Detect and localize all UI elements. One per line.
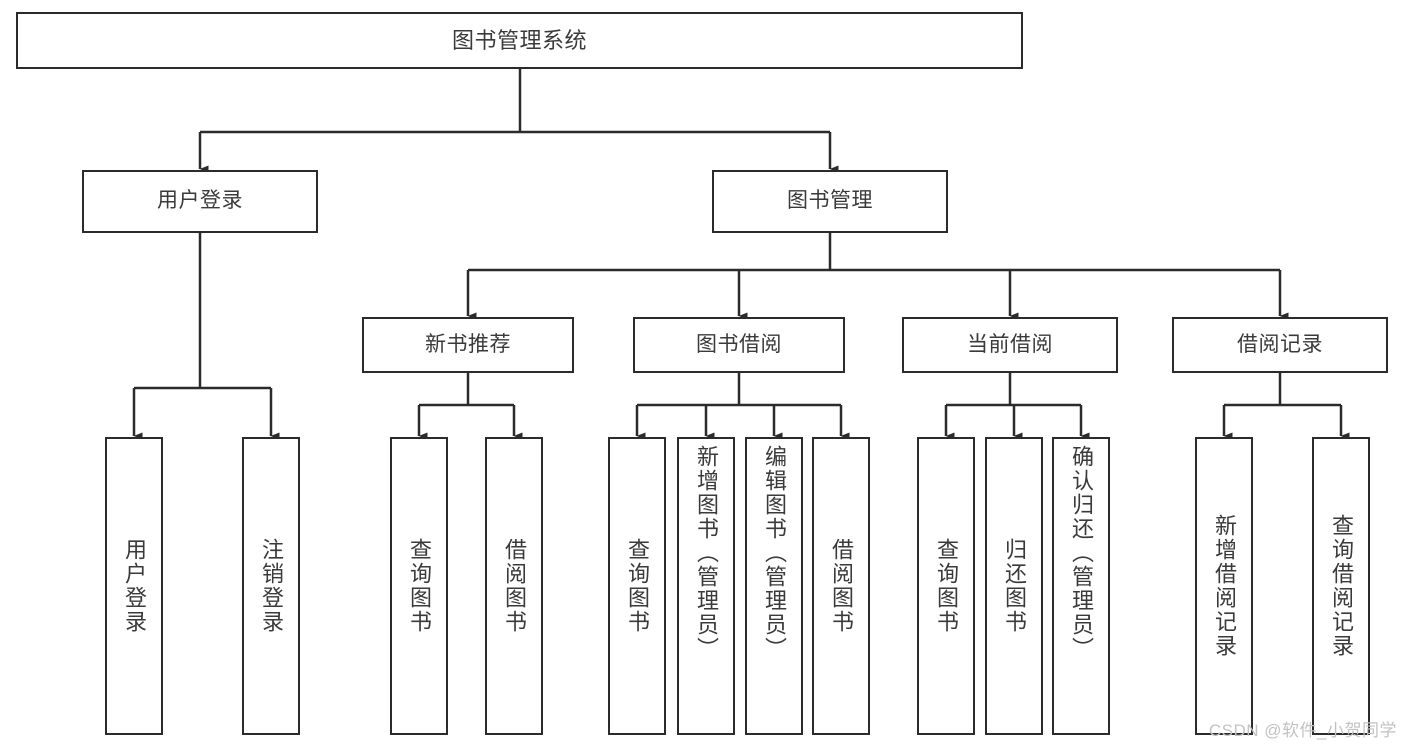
node-label: 确认归还（管理员） xyxy=(1069,445,1094,661)
node-label: 新增借阅记录 xyxy=(1212,514,1237,658)
node-borrow-record[interactable]: 借阅记录 xyxy=(1172,317,1388,373)
node-book-manage[interactable]: 图书管理 xyxy=(712,170,948,233)
node-leaf-borrow-book-2[interactable]: 借阅图书 xyxy=(812,437,870,735)
node-new-book-rec[interactable]: 新书推荐 xyxy=(362,317,574,373)
node-leaf-query-book-3[interactable]: 查询图书 xyxy=(917,437,975,735)
node-user-login[interactable]: 用户登录 xyxy=(82,170,318,233)
node-root[interactable]: 图书管理系统 xyxy=(16,12,1023,69)
node-label: 借阅图书 xyxy=(502,538,527,634)
node-label: 用户登录 xyxy=(157,189,243,213)
node-label: 图书管理 xyxy=(787,189,873,213)
node-leaf-add-book[interactable]: 新增图书（管理员） xyxy=(677,437,735,735)
node-label: 查询图书 xyxy=(407,538,432,634)
node-book-borrow[interactable]: 图书借阅 xyxy=(633,317,845,373)
node-label: 归还图书 xyxy=(1002,538,1027,634)
node-label: 借阅图书 xyxy=(829,538,854,634)
node-leaf-borrow-book-1[interactable]: 借阅图书 xyxy=(485,437,543,735)
node-label: 注销登录 xyxy=(259,538,284,634)
node-label: 新增图书（管理员） xyxy=(694,445,719,661)
node-label: 用户登录 xyxy=(122,538,147,634)
node-label: 借阅记录 xyxy=(1237,332,1323,356)
node-leaf-logout[interactable]: 注销登录 xyxy=(242,437,300,735)
node-leaf-query-record[interactable]: 查询借阅记录 xyxy=(1312,437,1370,735)
node-label: 查询图书 xyxy=(625,538,650,634)
node-current-borrow[interactable]: 当前借阅 xyxy=(902,317,1118,373)
node-label: 图书管理系统 xyxy=(451,27,587,53)
node-label: 编辑图书（管理员） xyxy=(762,445,787,661)
node-label: 查询图书 xyxy=(934,538,959,634)
node-leaf-confirm-return[interactable]: 确认归还（管理员） xyxy=(1052,437,1110,735)
node-leaf-return-book[interactable]: 归还图书 xyxy=(985,437,1043,735)
node-label: 图书借阅 xyxy=(696,332,782,356)
node-leaf-edit-book[interactable]: 编辑图书（管理员） xyxy=(745,437,803,735)
node-leaf-user-login[interactable]: 用户登录 xyxy=(105,437,163,735)
node-leaf-query-book-1[interactable]: 查询图书 xyxy=(390,437,448,735)
edge-paths xyxy=(132,69,1350,440)
node-leaf-add-record[interactable]: 新增借阅记录 xyxy=(1195,437,1253,735)
watermark: CSDN @软件_小贺同学 xyxy=(1208,721,1397,740)
node-label: 新书推荐 xyxy=(425,332,511,356)
node-label: 当前借阅 xyxy=(967,332,1053,356)
node-label: 查询借阅记录 xyxy=(1329,514,1354,658)
node-leaf-query-book-2[interactable]: 查询图书 xyxy=(608,437,666,735)
